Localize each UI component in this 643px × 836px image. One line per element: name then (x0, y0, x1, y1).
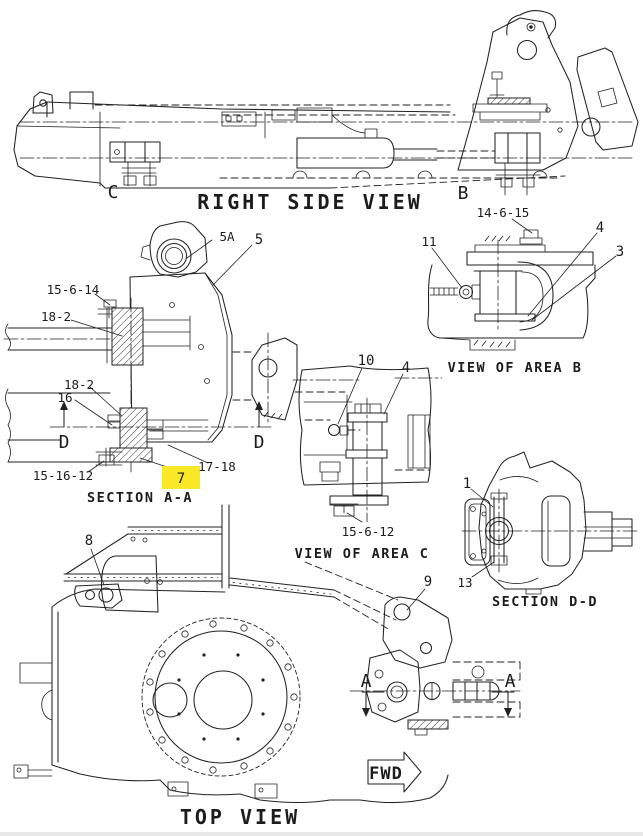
callout-18-2-upper: 18-2 (41, 309, 71, 324)
ref-letter-a-right: A (505, 671, 516, 692)
callout-11: 11 (421, 234, 436, 249)
top-view-drawing (13, 504, 521, 804)
callout-15-16-12: 15-16-12 (33, 468, 93, 483)
section-dd-drawing (461, 451, 641, 595)
callout-9: 9 (424, 574, 432, 590)
title-view-area-b: VIEW OF AREA B (448, 360, 583, 376)
callout-17-18: 17-18 (198, 459, 236, 474)
title-top-view: TOP VIEW (180, 805, 300, 829)
title-section-dd: SECTION D-D (492, 594, 598, 610)
callout-3: 3 (616, 244, 624, 260)
section-aa-drawing (3, 221, 298, 473)
callout-5a: 5A (219, 229, 235, 244)
flange-dowel-dots (177, 653, 265, 741)
title-right-side-view: RIGHT SIDE VIEW (197, 190, 423, 214)
callout-4-area-c: 4 (402, 360, 410, 376)
ref-letter-c: C (108, 182, 119, 203)
callout-10: 10 (358, 353, 375, 369)
fwd-arrow-label: FWD (369, 764, 403, 784)
view-area-c-drawing (292, 365, 443, 523)
callout-14-6-15: 14-6-15 (477, 205, 530, 220)
title-section-aa: SECTION A-A (87, 490, 193, 506)
callout-18-2-lower: 18-2 (64, 377, 94, 392)
title-view-area-c: VIEW OF AREA C (295, 546, 430, 562)
callout-4-area-b: 4 (596, 220, 604, 236)
view-area-b-drawing (427, 218, 617, 351)
ref-letter-d-left: D (59, 432, 70, 453)
callout-13: 13 (457, 575, 472, 590)
callout-7[interactable]: 7 (177, 471, 185, 487)
labels: RIGHT SIDE VIEW C B 5A 5 15-6-14 18-2 18… (33, 182, 624, 829)
callout-15-6-14: 15-6-14 (47, 282, 100, 297)
callout-5: 5 (255, 232, 263, 248)
callout-8: 8 (85, 533, 93, 549)
ref-letter-a-left: A (361, 671, 372, 692)
page-bottom-edge (0, 832, 643, 836)
callout-15-6-12: 15-6-12 (342, 524, 395, 539)
callout-16: 16 (57, 390, 72, 405)
ref-letter-b: B (458, 183, 469, 204)
highlight-callout-7[interactable] (162, 466, 200, 489)
callout-1: 1 (463, 476, 471, 492)
ref-letter-d-right: D (254, 432, 265, 453)
flange-bolt-holes (146, 620, 298, 774)
right-side-view-drawing (13, 10, 639, 196)
